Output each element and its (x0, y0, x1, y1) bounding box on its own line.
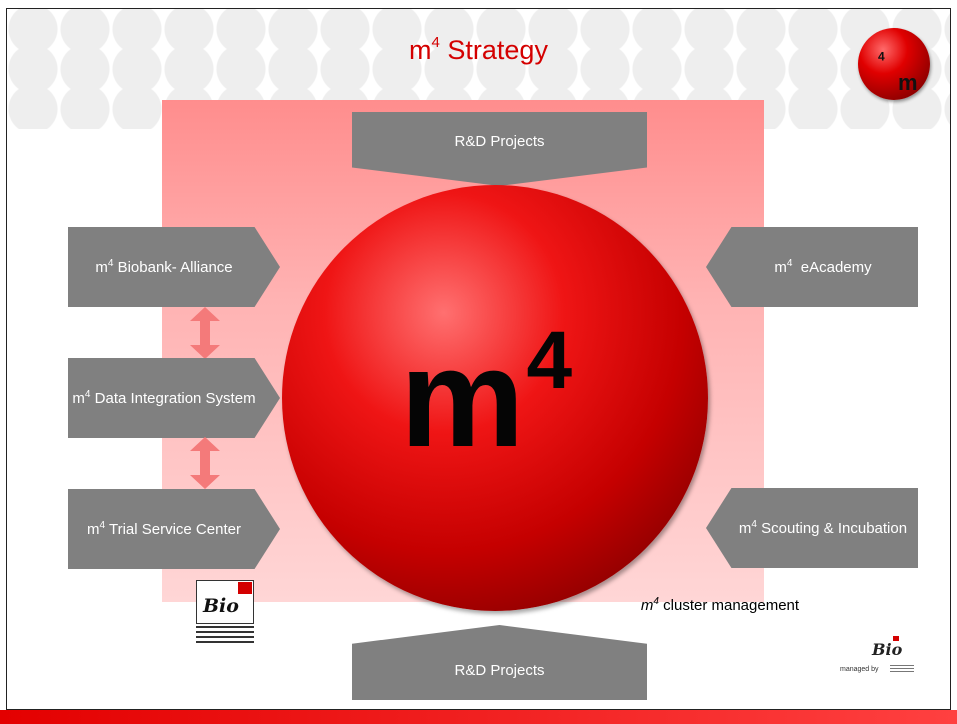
double-arrow-icon (190, 437, 220, 489)
trial-service-sup: 4 (99, 519, 106, 531)
biobank-base: m (95, 258, 108, 276)
eacademy-sup: 4 (786, 257, 793, 269)
scouting-base: m (738, 519, 752, 537)
cluster-management-label: m4 cluster management (640, 596, 800, 616)
trial-service-center-box: m4 Trial Service Center (68, 489, 280, 569)
slide-title: m4 Strategy (0, 34, 957, 66)
biobank-sup: 4 (107, 257, 114, 269)
trial-service-rest: Trial Service Center (105, 520, 241, 538)
m4-sphere-label: m4 (400, 320, 574, 468)
biobank-rest: Biobank- Alliance (113, 258, 233, 276)
title-rest: Strategy (439, 35, 548, 65)
title-sup: 4 (431, 34, 440, 51)
data-integration-sup: 4 (84, 388, 91, 400)
double-arrow-icon (190, 307, 220, 359)
sphere-base: m (400, 319, 527, 476)
scouting-incubation-box: m4 Scouting & Incubation (706, 488, 918, 568)
data-integration-base: m (72, 389, 85, 407)
rd-projects-bottom-label: R&D Projects (454, 661, 545, 679)
bio-footer-subtext (890, 665, 914, 672)
bottom-red-bar (0, 710, 957, 724)
bio-footer-flag-icon (893, 636, 899, 641)
managed-by-label: managed by (840, 666, 879, 673)
logo-sup: 4 (878, 49, 885, 64)
cluster-sup: 4 (653, 596, 659, 607)
bio-footer-logo: Bio (872, 640, 903, 659)
bio-cluster-logo: Bio (196, 580, 256, 648)
cluster-base: m (640, 597, 654, 614)
rd-projects-top-label: R&D Projects (454, 133, 545, 150)
bio-flag-icon (238, 582, 252, 594)
eacademy-rest: eAcademy (792, 258, 872, 276)
data-integration-rest: Data Integration System (90, 389, 256, 407)
sphere-sup: 4 (526, 315, 575, 406)
m4-sphere (282, 185, 708, 611)
title-base: m (409, 35, 432, 65)
bio-logo-subtext (196, 626, 254, 644)
biobank-alliance-box: m4 Biobank- Alliance (68, 227, 280, 307)
scouting-sup: 4 (751, 518, 757, 530)
eacademy-box: m4 eAcademy (706, 227, 918, 307)
trial-service-base: m (87, 520, 100, 538)
bio-logo-box: Bio (196, 580, 254, 624)
bio-logo-word: Bio (203, 595, 239, 617)
scouting-rest: Scouting & Incubation (756, 519, 908, 537)
logo-base: m (898, 70, 918, 95)
cluster-rest: cluster management (658, 597, 800, 614)
data-integration-system-box: m4 Data Integration System (68, 358, 280, 438)
eacademy-base: m (774, 258, 787, 276)
